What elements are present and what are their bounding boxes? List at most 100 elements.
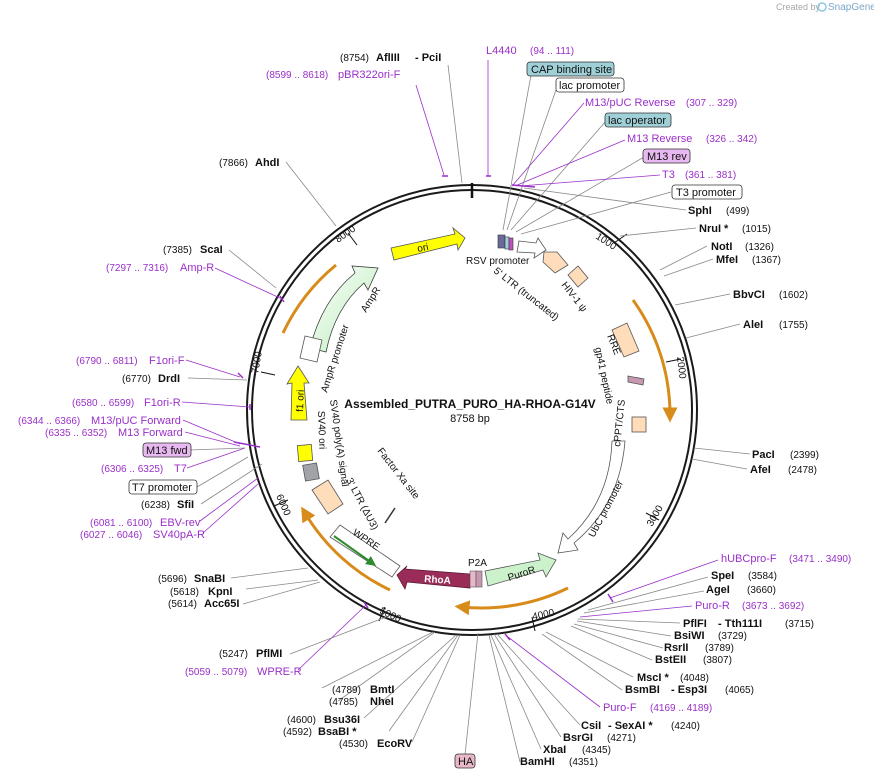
- rsrii-label: RsrII: [664, 642, 688, 654]
- pflmi-label: PflMI: [256, 648, 282, 660]
- feature-sv40-ori[interactable]: [296, 443, 320, 482]
- brand-text: SnapGene: [828, 2, 874, 13]
- afliii-pos: (8754): [340, 53, 369, 64]
- l4440-pos: (94 .. 111): [530, 46, 574, 57]
- sv40par-label: SV40pA-R: [153, 529, 205, 541]
- puror-primer-pos: (3673 .. 3692): [742, 601, 804, 612]
- bsabi-pos: (4592): [283, 727, 312, 738]
- purof-label: Puro-F: [603, 702, 637, 714]
- nrui-pos: (1015): [742, 224, 771, 235]
- feature-p2a[interactable]: P2A: [468, 558, 487, 588]
- feature-rhoa[interactable]: RhoA: [396, 565, 471, 591]
- orange-arcs: [281, 263, 678, 616]
- feature-cppt[interactable]: [631, 416, 647, 433]
- ampr-primer-pos: (7297 .. 7316): [106, 263, 168, 274]
- feature-rsv-promoter[interactable]: [497, 234, 547, 259]
- snapgene-logo: [817, 2, 827, 12]
- sv40par-pos: (6027 .. 6046): [80, 530, 142, 541]
- feature-ubc-promoter[interactable]: [557, 440, 626, 554]
- afei-pos: (2478): [788, 465, 817, 476]
- rsrii-pos: (3789): [705, 643, 734, 654]
- kpni-pos: (5618): [170, 587, 199, 598]
- agei-label: AgeI: [706, 584, 730, 596]
- feature-ampr[interactable]: [309, 265, 379, 353]
- ha-box[interactable]: HA: [454, 753, 476, 769]
- feature-ori[interactable]: ori: [390, 226, 466, 261]
- bsu36i-pos: (4600): [287, 715, 316, 726]
- pcii-label: - PciI: [415, 52, 441, 64]
- lac-operator-box[interactable]: lac operator: [604, 112, 672, 128]
- ecorv-pos: (4530): [339, 739, 368, 750]
- snabi-pos: (5696): [158, 574, 187, 585]
- feature-ampr-promoter[interactable]: [299, 335, 323, 363]
- plasmid-name: Assembled_PUTRA_PURO_HA-RHOA-G14V: [344, 397, 595, 411]
- m13pucf-pos: (6344 .. 6366): [18, 416, 80, 427]
- p2a-label: P2A: [468, 558, 487, 569]
- sv40-pa-label: SV40 poly(A) signal: [327, 399, 350, 488]
- lac-promoter-box[interactable]: lac promoter: [555, 77, 625, 93]
- ecorv-label: EcoRV: [377, 738, 413, 750]
- drdi-pos: (6770): [122, 374, 151, 385]
- acc65i-label: Acc65I: [204, 598, 239, 610]
- feature-5ltr[interactable]: [542, 251, 569, 274]
- t3-promoter-label: T3 promoter: [676, 187, 736, 199]
- m13puc-rev-label: M13/pUC Reverse: [585, 97, 675, 109]
- feature-3ltr[interactable]: [311, 479, 344, 515]
- backbone: [246, 183, 698, 636]
- hiv1-label: HIV-1 ψ: [559, 280, 589, 314]
- m13-fwd-box[interactable]: M13 fwd: [142, 442, 192, 458]
- feature-rre[interactable]: [611, 322, 640, 358]
- m13pucf-label: M13/pUC Forward: [91, 415, 181, 427]
- ampr-label: AmpR: [359, 285, 383, 314]
- bsteii-pos: (3807): [703, 655, 732, 666]
- agei-pos: (3660): [747, 585, 776, 596]
- esp3i-pos: (4065): [725, 685, 754, 696]
- feature-hiv1-psi[interactable]: [567, 265, 589, 288]
- feature-gp41[interactable]: [627, 375, 645, 386]
- xbai-pos: (4345): [582, 745, 611, 756]
- t7-promoter-box[interactable]: T7 promoter: [128, 479, 198, 495]
- ha-label: HA: [458, 756, 474, 768]
- mfei-pos: (1367): [752, 255, 781, 266]
- drdi-label: DrdI: [158, 373, 180, 385]
- t3-label: T3: [662, 169, 675, 181]
- feature-f1-ori[interactable]: f1 ori: [286, 365, 310, 421]
- f1orif-pos: (6790 .. 6811): [76, 356, 138, 367]
- scai-label: ScaI: [200, 244, 223, 256]
- lac-promoter-label: lac promoter: [559, 80, 620, 92]
- cap-binding-site-label: CAP binding site: [531, 64, 612, 76]
- bsabi-label: BsaBI *: [318, 726, 357, 738]
- m13-rev-box[interactable]: M13 rev: [642, 148, 691, 164]
- ori-label: ori: [416, 242, 429, 255]
- spei-label: SpeI: [711, 570, 734, 582]
- sfii-pos: (6238): [141, 500, 170, 511]
- factor-xa-mark: [384, 507, 396, 524]
- nhei-pos: (4785): [329, 697, 358, 708]
- lac-operator-label: lac operator: [608, 115, 666, 127]
- ampr-primer-label: Amp-R: [180, 262, 214, 274]
- feature-puror[interactable]: PuroR: [484, 552, 557, 587]
- bbvci-label: BbvCI: [733, 289, 765, 301]
- m13-fwd-label: M13 fwd: [146, 445, 188, 457]
- feature-wpre[interactable]: WPRE: [329, 524, 401, 578]
- wprer-pos: (5059 .. 5079): [185, 667, 247, 678]
- m13-rev-label: M13 rev: [647, 151, 687, 163]
- alei-label: AleI: [743, 319, 763, 331]
- callout-lines: [181, 60, 751, 763]
- bmti-label: BmtI: [370, 684, 394, 696]
- credit-text: Created by: [776, 2, 821, 12]
- tth111i-pos: (3715): [785, 619, 814, 630]
- puror-primer-label: Puro-R: [695, 600, 730, 612]
- acc65i-pos: (5614): [168, 599, 197, 610]
- bamhi-label: BamHI: [520, 756, 555, 768]
- t3-promoter-box[interactable]: T3 promoter: [671, 184, 743, 200]
- hubcpro-label: hUBCpro-F: [721, 553, 777, 565]
- afei-label: AfeI: [750, 464, 771, 476]
- sexai-label: - SexAI *: [608, 720, 653, 732]
- bsiwi-pos: (3729): [718, 631, 747, 642]
- noti-label: NotI: [711, 241, 732, 253]
- tick-5000: 5000: [378, 606, 403, 626]
- tick-2000: 2000: [674, 356, 688, 380]
- cap-binding-site-box[interactable]: CAP binding site: [526, 61, 615, 77]
